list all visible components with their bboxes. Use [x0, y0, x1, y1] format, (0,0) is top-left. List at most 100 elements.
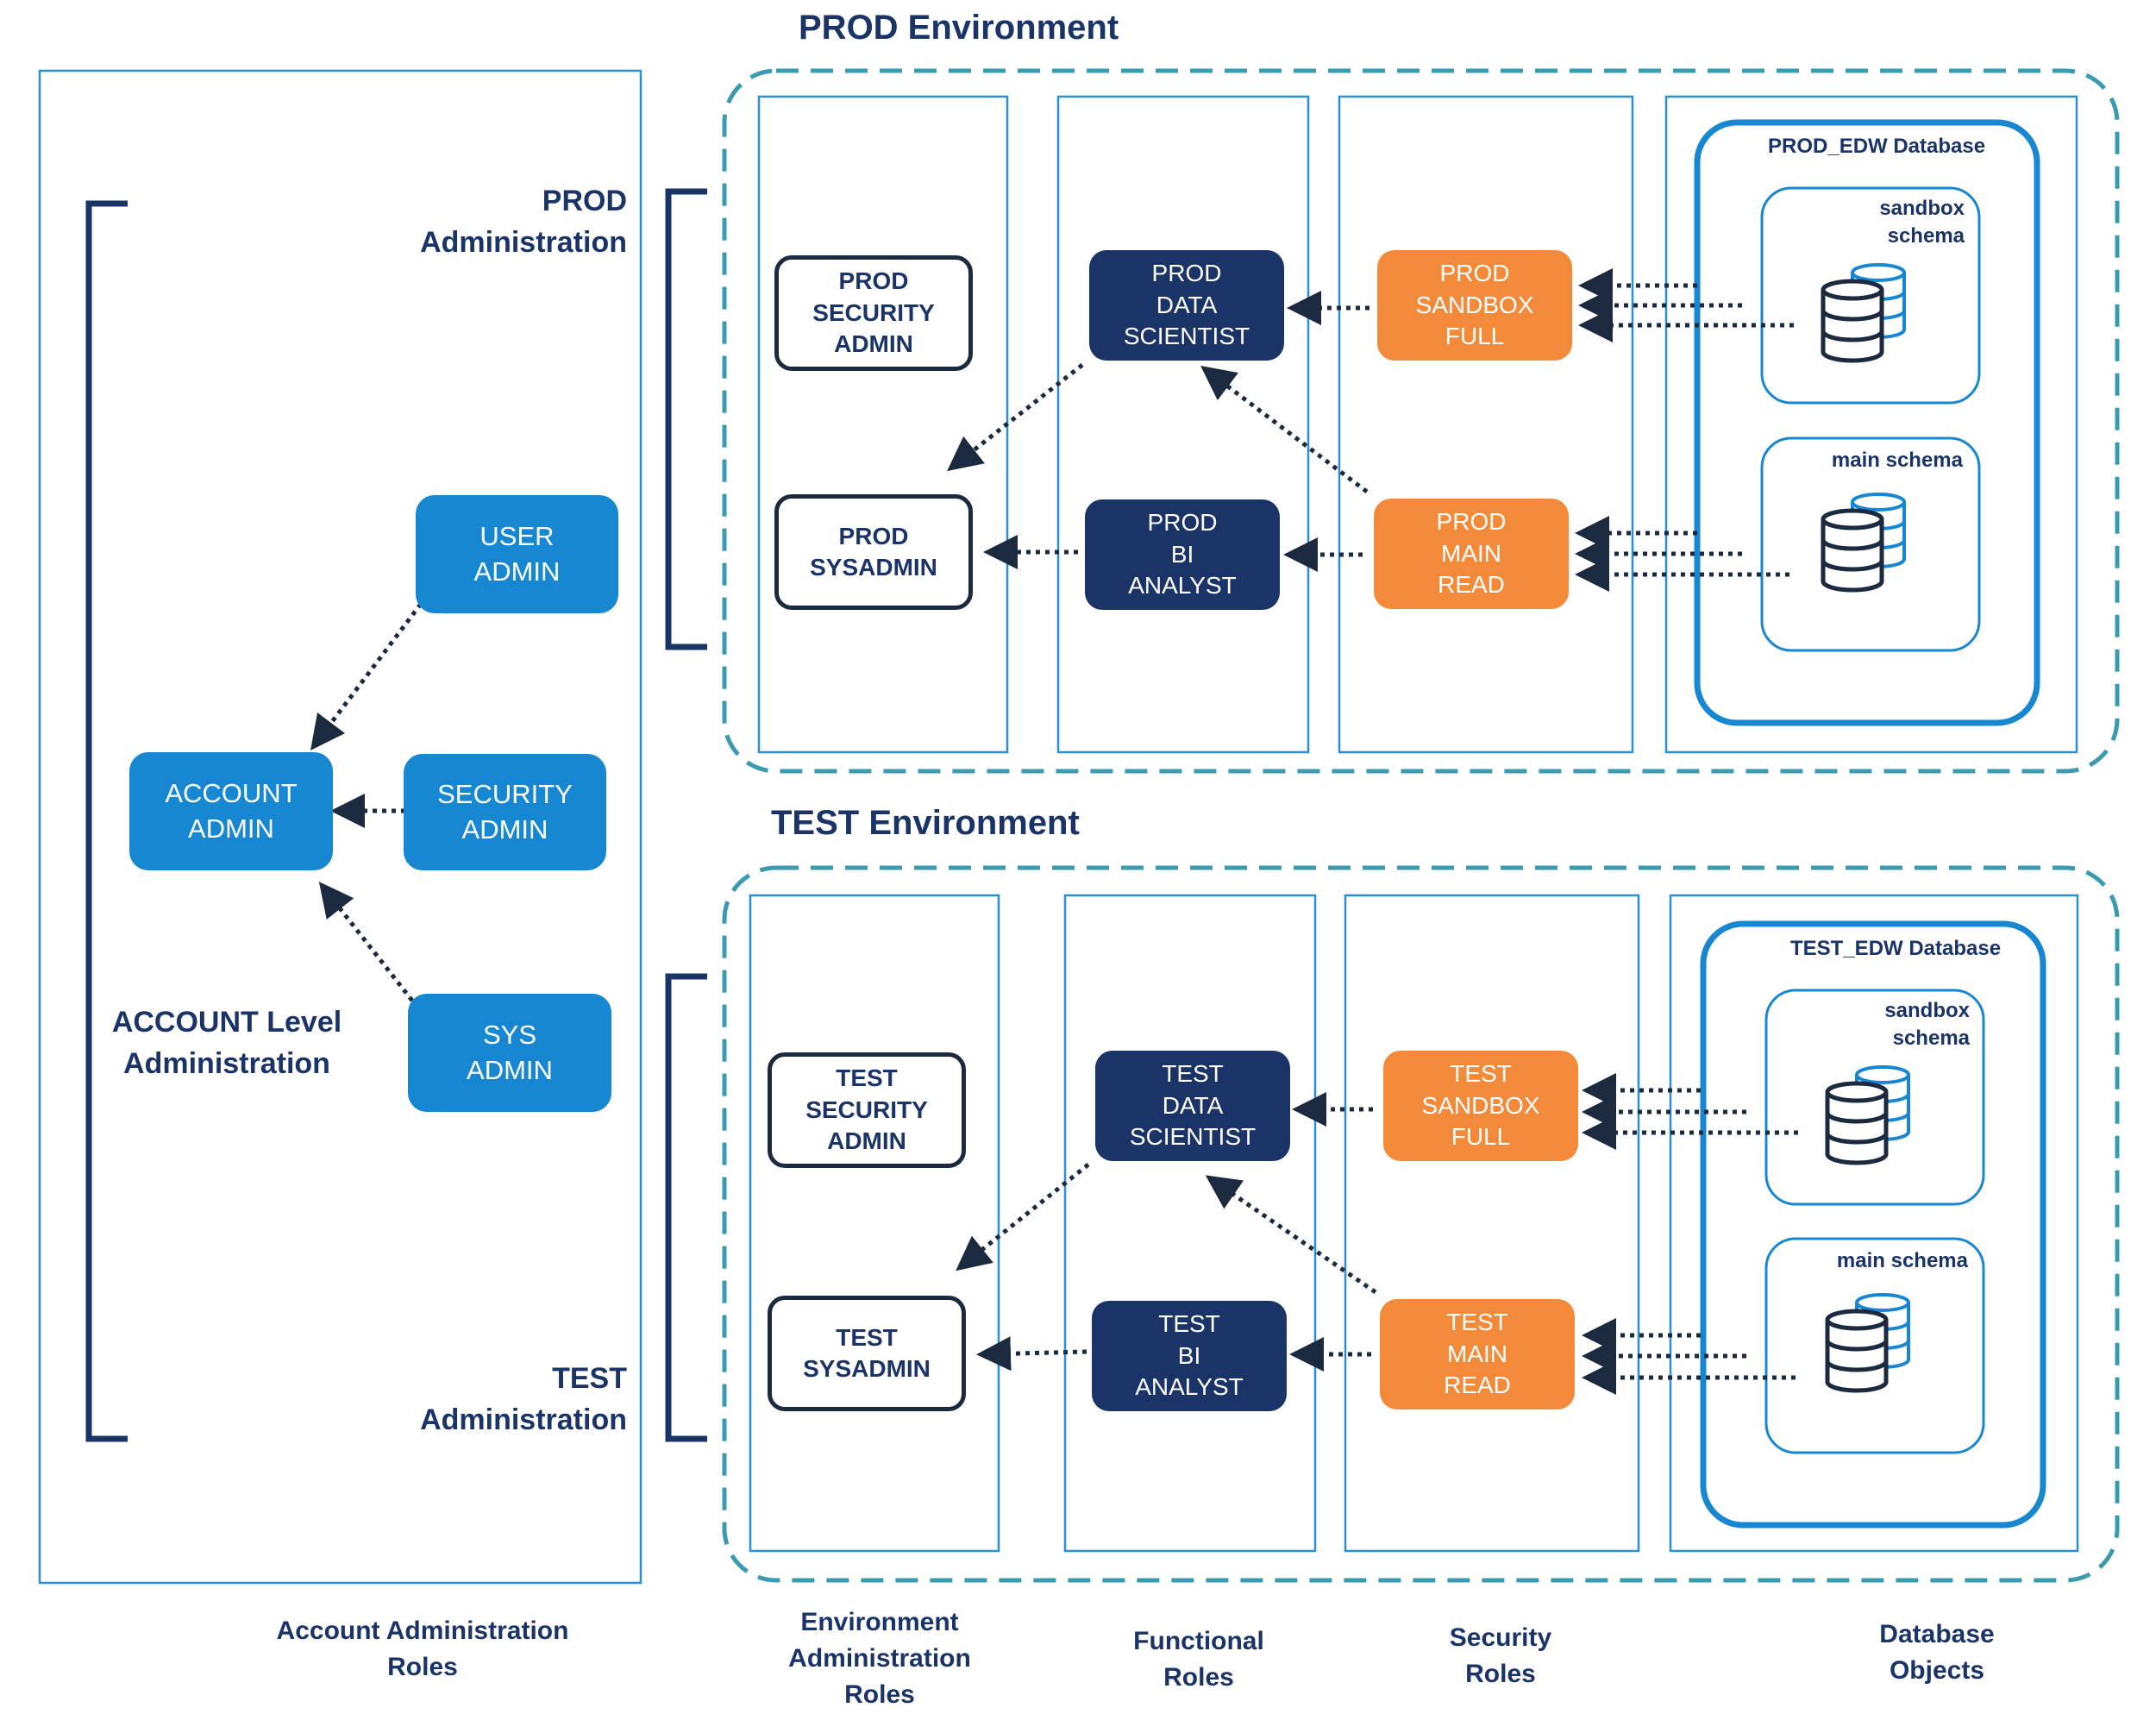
prod-sandbox-schema-box	[1760, 186, 1981, 405]
role-text: ADMIN	[827, 1127, 906, 1155]
role-text: ADMIN	[473, 556, 561, 587]
schema-text: schema	[1887, 224, 1965, 248]
prod-data-scientist-role[interactable]: PROD DATA SCIENTIST	[1089, 250, 1284, 361]
label-line: Administration	[123, 1046, 330, 1080]
test-main-schema-title: main schema	[1836, 1249, 1968, 1272]
label-line: ACCOUNT Level	[111, 1006, 342, 1039]
role-text: TEST	[1162, 1060, 1224, 1088]
role-text: SYS	[482, 1020, 537, 1051]
footer-environment-administration-roles: Environment Administration Roles	[750, 1604, 1009, 1713]
footer-account-administration-roles: Account Administration Roles	[250, 1613, 595, 1686]
role-text: ADMIN	[467, 1054, 553, 1085]
role-text: ANALYST	[1135, 1373, 1244, 1401]
role-text: SYSADMIN	[803, 1355, 931, 1382]
security-admin-role[interactable]: SECURITY ADMIN	[404, 754, 606, 870]
prod-bi-analyst-role[interactable]: PROD BI ANALYST	[1085, 499, 1280, 610]
test-col-database	[1669, 894, 2079, 1553]
role-text: ADMIN	[461, 813, 548, 844]
role-text: DATA	[1156, 291, 1218, 318]
role-text: USER	[479, 521, 555, 552]
account-bracket	[85, 200, 128, 1442]
role-text: SCIENTIST	[1129, 1123, 1257, 1151]
arrow-test-bianalyst-to-sysadmin	[976, 1336, 1087, 1372]
role-text: SECURITY	[437, 779, 573, 810]
prod-sysadmin-role[interactable]: PROD SYSADMIN	[774, 494, 973, 610]
role-text: BI	[1170, 540, 1194, 568]
role-text: ACCOUNT	[165, 778, 298, 809]
prod-sandbox-full-role[interactable]: PROD SANDBOX FULL	[1377, 250, 1572, 361]
role-text: SANDBOX	[1421, 1091, 1540, 1119]
role-text: BI	[1177, 1341, 1201, 1369]
test-environment-title: TEST Environment	[771, 804, 1080, 842]
footer-text: Roles	[1465, 1660, 1536, 1688]
test-data-scientist-role[interactable]: TEST DATA SCIENTIST	[1095, 1051, 1290, 1161]
test-bracket	[665, 973, 707, 1442]
test-edw-database-title: TEST_EDW Database	[1790, 937, 2002, 960]
role-text: READ	[1444, 1372, 1511, 1399]
role-text: FULL	[1445, 323, 1505, 350]
test-sandbox-full-role[interactable]: TEST SANDBOX FULL	[1383, 1051, 1578, 1161]
account-level-administration-label: ACCOUNT Level Administration	[102, 1002, 352, 1084]
prod-db-container	[1694, 119, 2040, 726]
arrow-test-mainread-to-datascientist	[1205, 1175, 1377, 1295]
role-text: PROD	[1147, 509, 1218, 537]
footer-security-roles: Security Roles	[1371, 1620, 1630, 1692]
role-text: PROD	[1439, 260, 1510, 287]
footer-text: Administration	[788, 1644, 971, 1673]
test-col-functional	[1063, 894, 1317, 1553]
role-text: TEST	[836, 1064, 898, 1092]
schema-text: sandbox	[1879, 197, 1965, 220]
prod-security-admin-role[interactable]: PROD SECURITY ADMIN	[774, 255, 973, 371]
test-col-env	[749, 894, 1000, 1553]
role-text: PROD	[1436, 508, 1507, 536]
prod-main-read-role[interactable]: PROD MAIN READ	[1374, 499, 1569, 609]
test-env-frame	[722, 865, 2120, 1583]
account-panel-frame	[38, 69, 642, 1585]
test-administration-label: TEST Administration	[390, 1359, 627, 1441]
footer-text: Account Administration	[276, 1617, 569, 1645]
test-security-admin-role[interactable]: TEST SECURITY ADMIN	[768, 1052, 966, 1168]
schema-text: schema	[1892, 1027, 1970, 1051]
database-icon	[1827, 1295, 1908, 1391]
prod-col-functional	[1056, 95, 1310, 754]
user-admin-role[interactable]: USER ADMIN	[416, 495, 618, 613]
role-text: FULL	[1451, 1123, 1511, 1151]
label-line: Administration	[420, 225, 627, 259]
role-text: MAIN	[1447, 1340, 1507, 1367]
database-icon	[1823, 494, 1904, 590]
role-text: READ	[1438, 571, 1505, 599]
role-text: PROD	[838, 522, 909, 549]
role-text: PROD	[838, 267, 909, 295]
account-admin-role[interactable]: ACCOUNT ADMIN	[129, 752, 333, 870]
label-line: Administration	[420, 1403, 627, 1436]
role-text: SANDBOX	[1415, 291, 1534, 318]
footer-functional-roles: Functional Roles	[1069, 1623, 1328, 1696]
role-text: TEST	[836, 1323, 898, 1351]
test-sandbox-schema-title: sandbox schema	[1825, 997, 1970, 1053]
footer-database-objects: Database Objects	[1808, 1617, 2066, 1689]
schema-text: sandbox	[1884, 999, 1970, 1022]
arrow-useradmin-to-accountadmin	[310, 602, 423, 750]
prod-col-security	[1338, 95, 1634, 754]
role-text: TEST	[1450, 1060, 1512, 1088]
arrow-test-datascientist-to-sysadmin	[956, 1163, 1090, 1271]
test-main-read-role[interactable]: TEST MAIN READ	[1380, 1299, 1575, 1409]
role-text: ADMIN	[834, 330, 913, 358]
sys-admin-role[interactable]: SYS ADMIN	[408, 994, 611, 1112]
role-text: MAIN	[1441, 539, 1501, 567]
role-text: SYSADMIN	[810, 554, 937, 581]
role-text: TEST	[1446, 1309, 1508, 1336]
label-line: PROD	[542, 185, 627, 217]
database-icon	[1827, 1067, 1908, 1163]
role-text: ANALYST	[1128, 572, 1237, 600]
role-text: PROD	[1151, 260, 1222, 287]
test-bi-analyst-role[interactable]: TEST BI ANALYST	[1092, 1301, 1287, 1411]
prod-col-env	[757, 95, 1009, 754]
role-text: ADMIN	[188, 813, 274, 844]
database-icon	[1823, 265, 1904, 361]
prod-edw-database-title: PROD_EDW Database	[1768, 135, 1986, 158]
footer-text: Objects	[1889, 1656, 1985, 1685]
test-sysadmin-role[interactable]: TEST SYSADMIN	[768, 1296, 966, 1411]
prod-environment-title: PROD Environment	[799, 9, 1119, 47]
